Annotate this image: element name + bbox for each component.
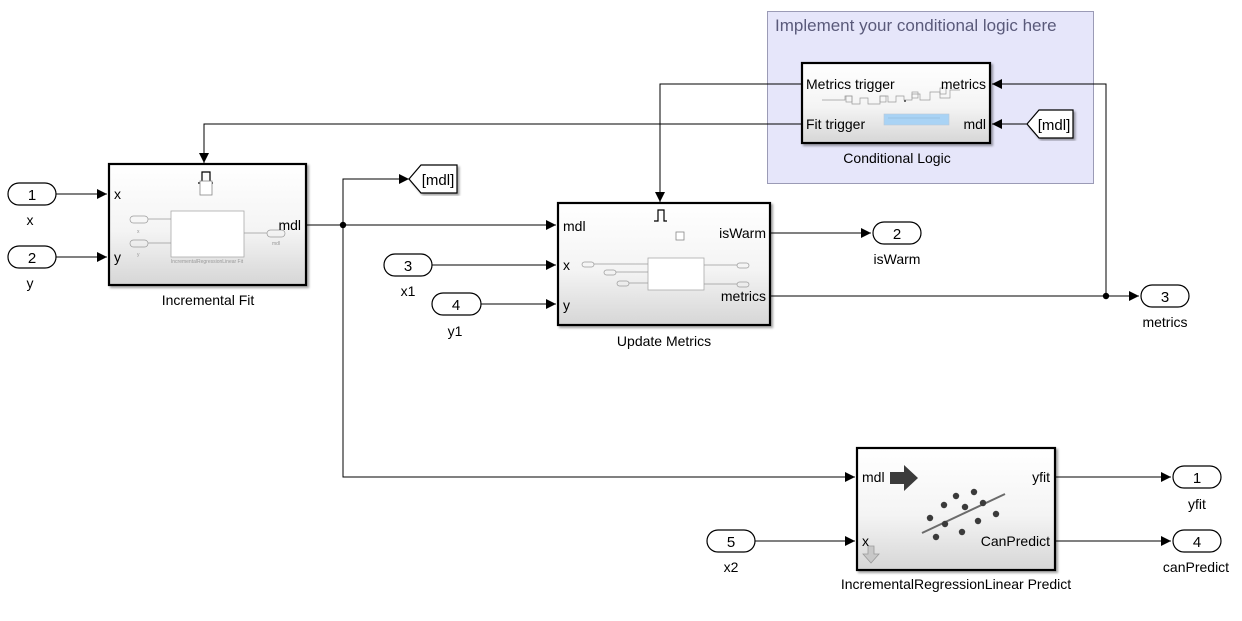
port-label: x2 [724, 559, 739, 575]
port-label-metrics: metrics [721, 288, 766, 304]
update-thumbnail [581, 257, 750, 291]
inport-2[interactable]: 2 y [7, 245, 57, 291]
port-label: yfit [1188, 496, 1206, 512]
scatter-regression-icon [921, 488, 1006, 541]
fit-thumbnail: x y mdl IncrementalRegressionLinear Fit [129, 210, 286, 265]
block-name: IncrementalRegressionLinear Predict [841, 576, 1071, 592]
port-label-x: x [114, 186, 121, 202]
port-number: 2 [28, 250, 36, 267]
port-number: 2 [893, 226, 901, 243]
port-label: metrics [1142, 314, 1187, 330]
area-title: Implement your conditional logic here [775, 16, 1057, 35]
inport-3[interactable]: 3 x1 [383, 253, 433, 299]
incremental-fit-block[interactable]: x y mdl IncrementalRegressionLinear Fit … [107, 162, 308, 308]
port-label-y: y [114, 249, 121, 265]
port-label: y1 [448, 323, 463, 339]
port-label-y: y [563, 297, 570, 313]
port-number: 1 [28, 187, 36, 204]
signal-line-mdl-to-predict[interactable] [342, 225, 855, 482]
port-label: y [27, 275, 34, 291]
trigger-icon [654, 209, 667, 222]
port-number: 3 [404, 258, 412, 275]
port-label-canpredict: CanPredict [981, 533, 1050, 549]
input-arrow-icon [862, 545, 880, 564]
port-label-mdl: mdl [862, 469, 885, 485]
outport-canpredict[interactable]: 4 canPredict [1163, 529, 1229, 575]
signal-line-fit-trigger[interactable] [199, 123, 801, 163]
goto-tag-label: [mdl] [422, 172, 455, 189]
outport-yfit[interactable]: 1 yfit [1172, 465, 1222, 512]
svg-text:IncrementalRegressionLinear Fi: IncrementalRegressionLinear Fit [171, 259, 244, 265]
port-number: 4 [1193, 534, 1201, 551]
signal-line-metrics-trigger[interactable] [655, 83, 801, 202]
svg-text:mdl: mdl [272, 241, 280, 247]
block-name: Conditional Logic [843, 150, 950, 166]
port-label: isWarm [874, 251, 921, 267]
conditional-logic-block[interactable]: Metrics trigger Fit trigger metrics mdl … [800, 61, 992, 166]
outport-iswarm[interactable]: 2 isWarm [872, 221, 922, 267]
svg-text:x: x [137, 229, 140, 235]
port-label-mdl: mdl [963, 116, 986, 132]
port-number: 5 [727, 534, 735, 551]
from-mdl-tag[interactable]: [mdl] [1026, 109, 1074, 139]
from-tag-label: [mdl] [1038, 117, 1071, 134]
thumbnail-square [675, 231, 685, 241]
port-label-yfit: yfit [1032, 469, 1050, 485]
port-label-metrics-trigger: Metrics trigger [806, 76, 895, 92]
signal-line-metrics-feedback[interactable] [992, 79, 1107, 296]
block-name: Incremental Fit [162, 292, 255, 308]
port-label-x: x [862, 533, 869, 549]
port-label-mdl: mdl [278, 217, 301, 233]
port-label: canPredict [1163, 559, 1229, 575]
trigger-port-icon [199, 180, 213, 196]
predict-block[interactable]: mdl x yfit CanPredict IncrementalRegress… [841, 446, 1071, 592]
port-label-x: x [563, 257, 570, 273]
inport-4[interactable]: 4 y1 [431, 292, 482, 339]
block-name: Update Metrics [617, 333, 711, 349]
outport-metrics[interactable]: 3 metrics [1140, 284, 1190, 330]
port-label-fit-trigger: Fit trigger [806, 116, 865, 132]
update-metrics-block[interactable]: mdl x y isWarm metrics Update Metrics [556, 201, 772, 349]
branch-point [339, 221, 347, 229]
thumbnail-highlight [883, 113, 950, 126]
port-number: 3 [1161, 289, 1169, 306]
port-number: 1 [1193, 470, 1201, 487]
conditional-thumbnail [822, 87, 960, 126]
inport-5[interactable]: 5 x2 [706, 529, 756, 575]
port-label: x [27, 212, 34, 228]
port-label-mdl: mdl [563, 218, 586, 234]
inport-1[interactable]: 1 x [7, 182, 57, 228]
goto-mdl-tag[interactable]: [mdl] [408, 164, 458, 194]
signal-lines [56, 79, 1171, 546]
port-label-metrics: metrics [941, 76, 986, 92]
port-label-iswarm: isWarm [719, 225, 766, 241]
svg-text:y: y [137, 252, 140, 258]
branch-point [1102, 292, 1110, 300]
signal-line-mdl-to-goto[interactable] [342, 174, 409, 225]
model-arrow-icon [890, 465, 918, 491]
port-label: x1 [401, 283, 416, 299]
port-number: 4 [452, 297, 460, 314]
